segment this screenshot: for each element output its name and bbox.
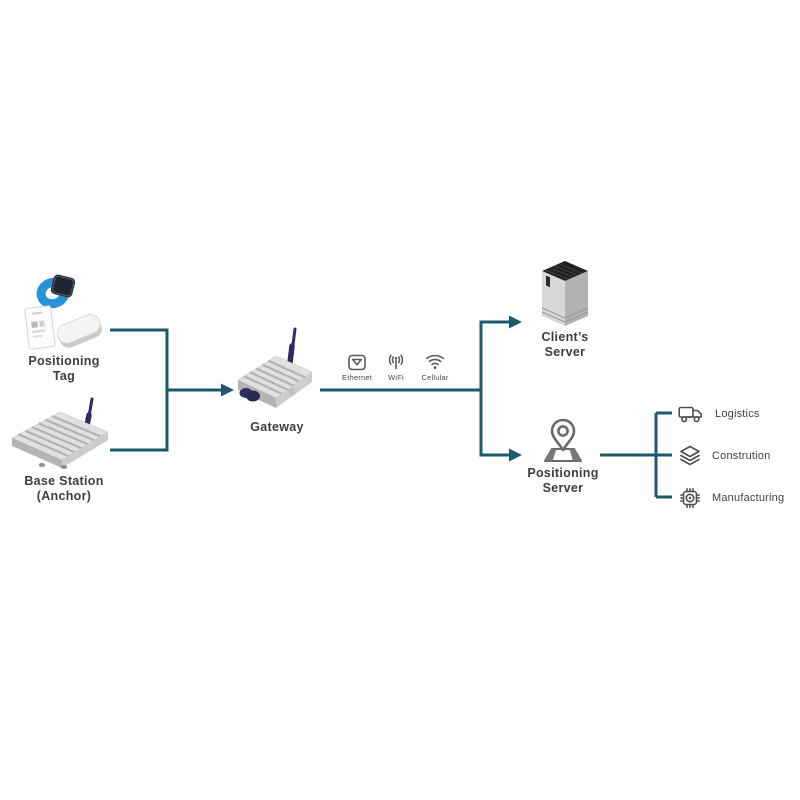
cellular-signal-icon [426,354,444,369]
logistics-label: Logistics [715,408,760,420]
positioning-server-label-line1: Positioning [527,466,599,480]
truck-icon [678,406,702,423]
positioning-server-label: Positioning Server [512,466,614,496]
base-station-label: Base Station (Anchor) [6,474,122,504]
wifi-antenna-icon [388,354,404,370]
clients-server-label: Client’s Server [514,330,616,360]
positioning-tag-label-line1: Positioning [28,354,100,368]
positioning-server-label-line2: Server [542,480,584,495]
ethernet-port-icon [348,354,366,371]
industry-logistics: Logistics [678,400,760,428]
chip-icon [680,488,700,508]
layers-icon [680,445,700,466]
positioning-tag-label-line2: Tag [52,368,76,383]
positioning-server-node: Positioning Server [512,418,614,500]
gateway-arrowhead [221,383,234,397]
base-station-device-icon [11,397,109,469]
transport-options: Ethernet WiFi Cellular [342,354,450,382]
server-fork-connector [479,320,509,457]
industry-manufacturing: Manufacturing [678,484,784,512]
gateway-node: Gateway [232,326,322,438]
constrution-label: Constrution [712,450,771,462]
cellular-label: Cellular [421,373,449,382]
positioning-tag-label: Positioning Tag [6,354,122,384]
positioning-server-arrowhead [509,448,522,462]
industry-constrution: Constrution [678,442,770,470]
gateway-label-line1: Gateway [250,420,304,434]
positioning-tag-node: Positioning Tag [6,270,122,386]
id-card-icon [24,305,56,350]
tag-device-icon [56,313,102,348]
base-station-node: Base Station (Anchor) [6,396,122,508]
manufacturing-label: Manufacturing [712,492,785,504]
gateway-device-icon [237,327,313,408]
clients-server-label-line1: Client’s [541,330,589,344]
base-station-label-line1: Base Station [24,474,104,488]
clients-server-label-line2: Server [544,344,586,359]
clients-server-node: Client’s Server [514,256,616,364]
map-pin-icon [544,418,582,462]
clients-server-arrowhead [509,315,522,329]
gateway-label: Gateway [232,420,322,435]
transport-ethernet: Ethernet [342,354,372,382]
transport-wifi: WiFi [381,354,411,382]
transport-cellular: Cellular [420,354,450,382]
server-tower-icon [541,261,589,326]
wifi-label: WiFi [388,373,404,382]
ethernet-label: Ethernet [342,373,372,382]
base-station-label-line2: (Anchor) [36,488,92,503]
smartwatch-icon [36,274,76,309]
